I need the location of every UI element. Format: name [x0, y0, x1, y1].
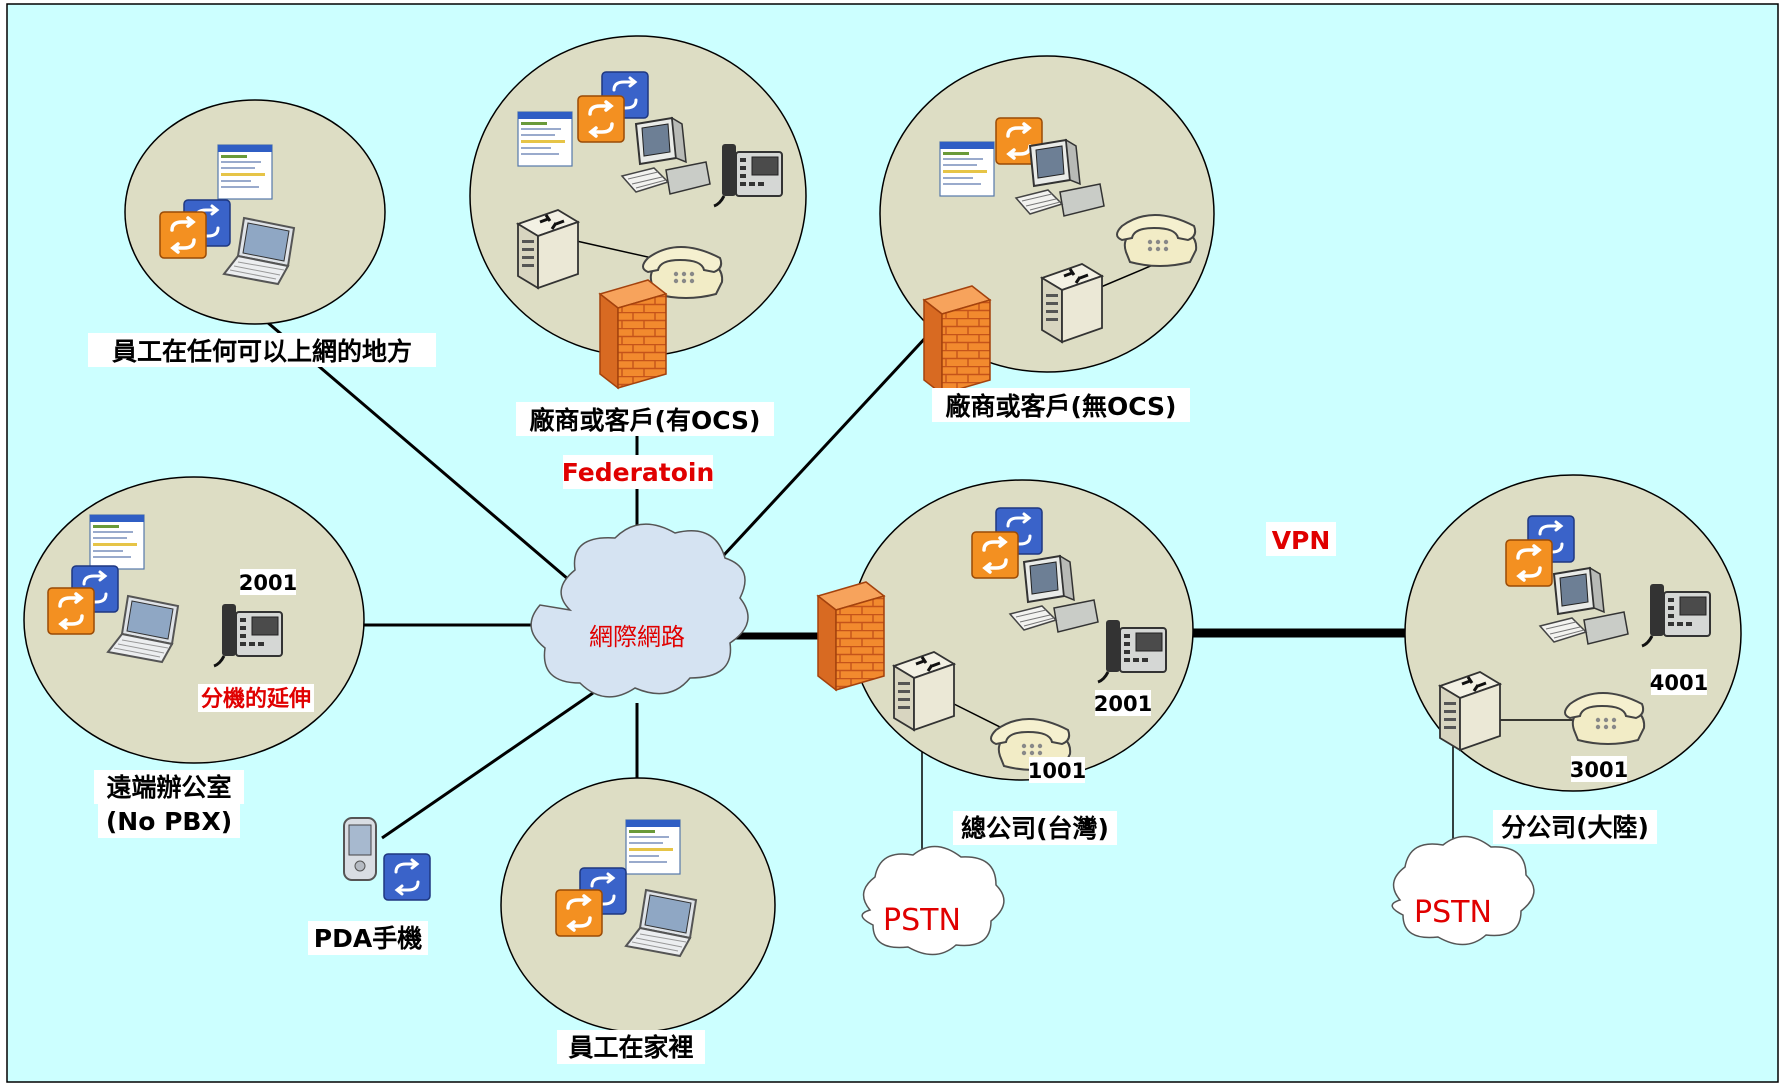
pbx-icon [1438, 670, 1502, 752]
ocs-window-icon [89, 514, 145, 570]
site-anywhere [124, 99, 386, 325]
pstn-cloud-branch: PSTN [1391, 835, 1535, 946]
internet-label: 網際網路 [589, 623, 685, 651]
ocs-window-icon [517, 111, 573, 167]
site-home [500, 777, 776, 1033]
label-home: 員工在家裡 [568, 1033, 693, 1062]
firewall-icon [923, 285, 991, 395]
ocs-client-icon [576, 94, 626, 144]
firewall-icon [599, 279, 667, 389]
pstn-branch-label: PSTN [1414, 895, 1492, 930]
cloud-icon [530, 523, 749, 698]
ocs-window-icon [217, 144, 273, 200]
communicator-icon [382, 852, 432, 902]
pbx-icon [892, 650, 956, 732]
branch-extension-a: 4001 [1650, 671, 1708, 695]
devices-branch: 4001 3001 [1438, 514, 1712, 782]
ip-phone-icon [712, 142, 784, 208]
label-pda: PDA手機 [314, 924, 422, 953]
ip-phone-icon [1096, 618, 1168, 684]
ocs-client-icon [554, 888, 604, 938]
label-anywhere: 員工在任何可以上網的地方 [112, 337, 412, 366]
analog-phone-icon [1116, 214, 1198, 267]
internet-cloud: 網際網路 [530, 523, 749, 698]
devices-remote-office: 2001 分機的延伸 [46, 514, 314, 712]
pstn-hq-label: PSTN [883, 903, 961, 938]
label-remote-office-sub: (No PBX) [106, 807, 232, 836]
label-branch: 分公司(大陸) [1501, 813, 1649, 842]
site-labels: 員工在任何可以上網的地方 廠商或客戶(有OCS) Federatoin 廠商或客… [88, 333, 1657, 1064]
link-vendor-no-ocs [708, 333, 930, 572]
ip-phone-icon [1640, 582, 1712, 648]
analog-phone-icon [1564, 692, 1646, 745]
extension-note: 分機的延伸 [201, 686, 311, 712]
remote-extension: 2001 [239, 571, 297, 595]
ocs-window-icon [939, 141, 995, 197]
label-remote-office: 遠端辦公室 [106, 773, 231, 802]
devices-vendor-no-ocs [939, 116, 1198, 344]
devices-vendor-ocs [516, 70, 784, 299]
branch-extension-b: 3001 [1570, 758, 1628, 782]
label-vpn: VPN [1272, 526, 1331, 555]
devices-hq: 2001 1001 [892, 506, 1168, 783]
pbx-icon [516, 208, 580, 290]
firewall-icon [817, 581, 885, 691]
ocs-client-icon [158, 210, 208, 260]
label-vendor-ocs: 廠商或客戶(有OCS) [530, 406, 761, 435]
label-vendor-no-ocs: 廠商或客戶(無OCS) [946, 392, 1177, 421]
ocs-client-icon [970, 530, 1020, 580]
label-hq: 總公司(台灣) [961, 814, 1109, 843]
pbx-icon [1040, 262, 1104, 344]
label-federation: Federatoin [562, 458, 715, 487]
pstn-cloud-hq: PSTN [861, 845, 1005, 956]
hq-extension-a: 2001 [1094, 692, 1152, 716]
link-pda [381, 691, 594, 840]
hq-extension-b: 1001 [1028, 759, 1086, 783]
ocs-window-icon [625, 819, 681, 875]
ocs-client-icon [1504, 538, 1554, 588]
ocs-client-icon [46, 586, 96, 636]
pda-icon [343, 817, 377, 881]
ip-phone-icon [212, 602, 284, 668]
